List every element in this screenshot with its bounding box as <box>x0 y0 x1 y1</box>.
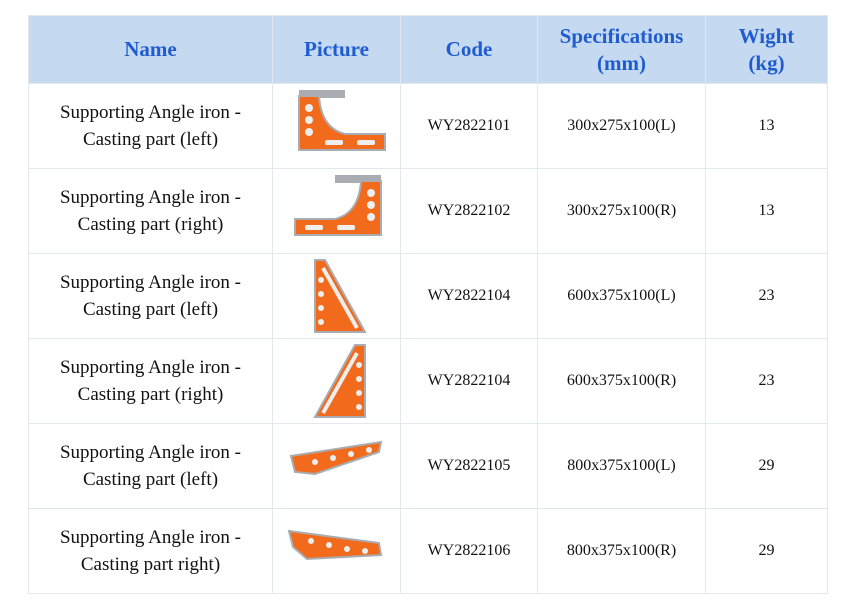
long-bracket-left-icon <box>289 440 382 476</box>
angle-bracket-right-icon <box>293 175 382 236</box>
product-weight: 23 <box>705 338 828 424</box>
product-picture <box>272 83 401 169</box>
product-name: Supporting Angle iron - Casting part (rig… <box>28 338 273 424</box>
product-name-line1: Supporting Angle iron - <box>59 187 242 208</box>
product-name-line1: Supporting Angle iron - <box>59 102 242 123</box>
product-name-line1: Supporting Angle iron - <box>59 442 242 463</box>
table-row: Supporting Angle iron - Casting part (rig… <box>28 338 828 424</box>
header-picture: Picture <box>272 15 401 84</box>
header-row: Name Picture Code Specifications(mm) Wig… <box>28 15 828 84</box>
product-name-line2: Casting part (left) <box>82 299 219 320</box>
product-spec: 300x275x100(L) <box>537 83 706 169</box>
product-name: Supporting Angle iron - Casting part (lef… <box>28 423 273 509</box>
product-weight: 29 <box>705 508 828 594</box>
header-code: Code <box>400 15 538 84</box>
header-spec-line2: (mm) <box>597 50 646 75</box>
table-row: Supporting Angle iron - Casting part righ… <box>28 508 828 594</box>
product-spec: 600x375x100(L) <box>537 253 706 339</box>
triangle-bracket-left-icon <box>313 259 367 333</box>
product-picture <box>272 168 401 254</box>
table-row: Supporting Angle iron - Casting part (lef… <box>28 423 828 509</box>
product-spec: 600x375x100(R) <box>537 338 706 424</box>
product-picture <box>272 338 401 424</box>
product-name-line1: Supporting Angle iron - <box>59 527 242 548</box>
product-code: WY2822105 <box>400 423 538 509</box>
product-picture <box>272 253 401 339</box>
product-spec: 800x375x100(R) <box>537 508 706 594</box>
product-picture <box>272 508 401 594</box>
product-name-line2: Casting part (left) <box>82 129 219 150</box>
product-weight: 13 <box>705 83 828 169</box>
header-weight-line2: (kg) <box>748 50 785 75</box>
product-spec: 300x275x100(R) <box>537 168 706 254</box>
product-code: WY2822104 <box>400 253 538 339</box>
product-weight: 29 <box>705 423 828 509</box>
header-spec-line1: Specifications <box>559 23 684 48</box>
product-name-line2: Casting part (right) <box>77 384 224 405</box>
product-name: Supporting Angle iron - Casting part (lef… <box>28 253 273 339</box>
product-code: WY2822102 <box>400 168 538 254</box>
product-name: Supporting Angle iron - Casting part (rig… <box>28 168 273 254</box>
table-row: Supporting Angle iron - Casting part (lef… <box>28 253 828 339</box>
product-name-line2: Casting part (right) <box>77 214 224 235</box>
product-picture <box>272 423 401 509</box>
header-name: Name <box>28 15 273 84</box>
product-name-line2: Casting part right) <box>80 554 221 575</box>
product-weight: 23 <box>705 253 828 339</box>
product-name-line1: Supporting Angle iron - <box>59 357 242 378</box>
header-weight-line1: Wight <box>738 23 795 48</box>
product-weight: 13 <box>705 168 828 254</box>
angle-bracket-left-icon <box>297 90 386 151</box>
table-row: Supporting Angle iron - Casting part (lef… <box>28 83 828 169</box>
product-spec: 800x375x100(L) <box>537 423 706 509</box>
long-bracket-right-icon <box>287 529 382 561</box>
product-code: WY2822106 <box>400 508 538 594</box>
product-code: WY2822104 <box>400 338 538 424</box>
product-name-line2: Casting part (left) <box>82 469 219 490</box>
product-name: Supporting Angle iron - Casting part righ… <box>28 508 273 594</box>
table-row: Supporting Angle iron - Casting part (rig… <box>28 168 828 254</box>
product-code: WY2822101 <box>400 83 538 169</box>
product-name: Supporting Angle iron - Casting part (lef… <box>28 83 273 169</box>
product-name-line1: Supporting Angle iron - <box>59 272 242 293</box>
header-specifications: Specifications(mm) <box>537 15 706 84</box>
product-table: Name Picture Code Specifications(mm) Wig… <box>28 15 828 594</box>
header-weight: Wight(kg) <box>705 15 828 84</box>
triangle-bracket-right-icon <box>312 344 366 418</box>
